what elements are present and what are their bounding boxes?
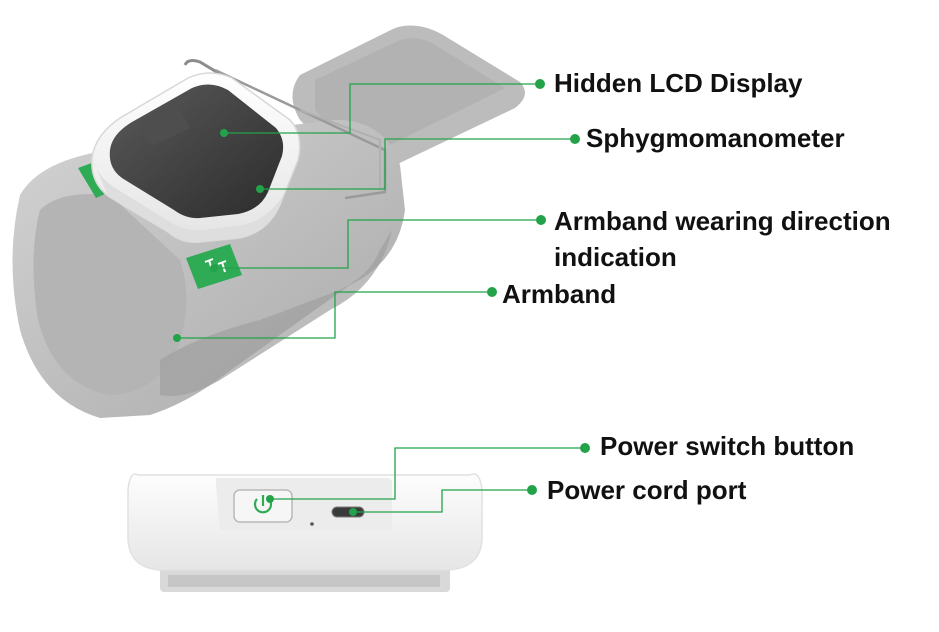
label-power-cord-port: Power cord port	[547, 475, 747, 505]
device-stand-shadow	[168, 575, 440, 587]
label-armband: Armband	[502, 279, 617, 309]
callout-leaders	[177, 83, 585, 513]
armband-strap-inner	[315, 38, 505, 153]
sphygmomanometer-device	[91, 72, 301, 244]
label-direction-line2: indication	[554, 242, 677, 272]
leader-direction	[214, 219, 541, 269]
armband-pad	[33, 194, 187, 395]
power-icon	[253, 495, 273, 514]
label-hidden-lcd-display: Hidden LCD Display	[554, 68, 803, 98]
lcd-highlight	[138, 104, 190, 146]
leader-lcd	[224, 83, 540, 134]
label-power-switch-button: Power switch button	[600, 431, 855, 461]
label-direction-line1: Armband wearing direction	[554, 206, 891, 236]
armband-edge	[160, 230, 392, 396]
leader-armband	[177, 291, 492, 339]
leader-power-port	[353, 489, 532, 513]
leader-power-switch	[270, 447, 585, 500]
leader-sphyg	[260, 138, 575, 190]
callout-dots	[173, 79, 590, 516]
device-front-view	[127, 473, 483, 592]
indicator-hole	[310, 522, 314, 526]
label-sphygmomanometer: Sphygmomanometer	[586, 123, 845, 153]
device-housing-side	[92, 158, 283, 243]
